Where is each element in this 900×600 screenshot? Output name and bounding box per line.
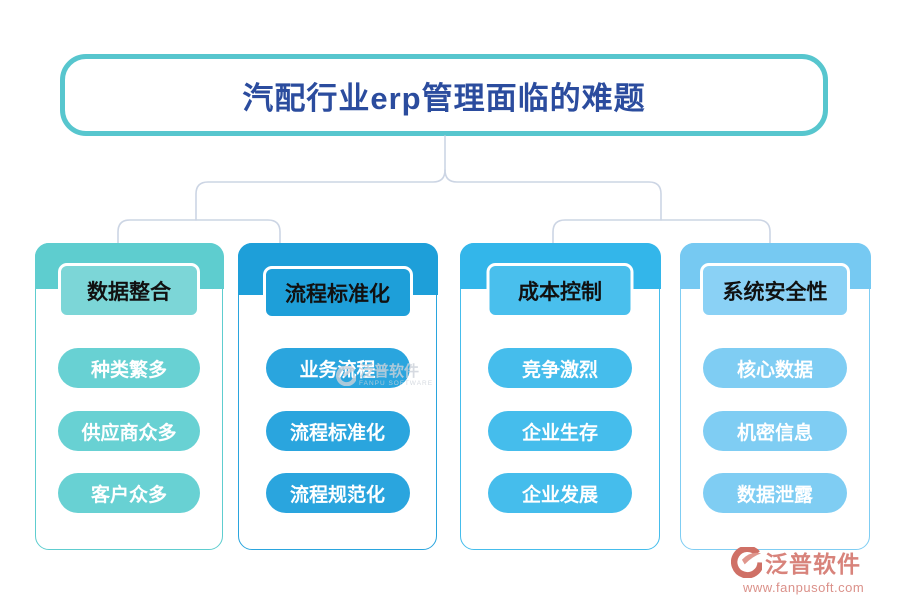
branch-column-process-standardization: 流程标准化 业务流程 流程标准化 流程规范化	[237, 242, 438, 550]
branch-item: 客户众多	[58, 473, 200, 513]
branch-header: 系统安全性	[700, 263, 850, 318]
branch-item: 流程规范化	[265, 473, 410, 513]
branch-header: 流程标准化	[262, 266, 413, 319]
diagram-title: 汽配行业erp管理面临的难题	[242, 80, 646, 116]
branch-item: 供应商众多	[58, 411, 200, 451]
branch-item: 业务流程	[265, 348, 410, 388]
branch-header: 成本控制	[486, 263, 634, 318]
branch-item: 竞争激烈	[488, 348, 632, 388]
branch-item: 企业生存	[488, 411, 632, 451]
brand-watermark: 泛普软件 www.fanpusoft.com	[731, 545, 883, 595]
brand-name: 泛普软件	[765, 551, 861, 577]
fanpu-logo-icon	[731, 546, 762, 578]
branch-column-data-integration: 数据整合 种类繁多 供应商众多 客户众多	[34, 242, 224, 550]
branch-item: 数据泄露	[703, 473, 847, 513]
branch-item: 核心数据	[703, 348, 847, 388]
branch-column-system-security: 系统安全性 核心数据 机密信息 数据泄露	[679, 242, 871, 550]
diagram-title-box: 汽配行业erp管理面临的难题	[60, 54, 828, 136]
branch-item: 种类繁多	[58, 348, 200, 388]
branch-header: 数据整合	[58, 263, 200, 318]
branch-item: 机密信息	[703, 411, 847, 451]
branch-column-cost-control: 成本控制 竞争激烈 企业生存 企业发展	[459, 242, 661, 550]
branch-item: 流程标准化	[265, 411, 410, 451]
branch-item: 企业发展	[488, 473, 632, 513]
brand-url: www.fanpusoft.com	[743, 580, 865, 595]
